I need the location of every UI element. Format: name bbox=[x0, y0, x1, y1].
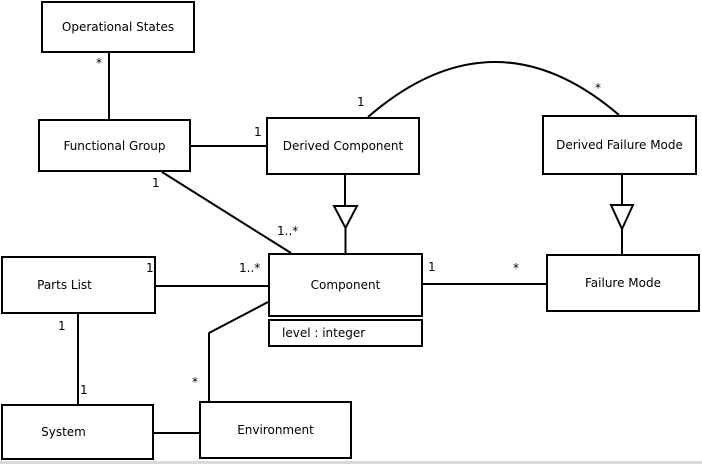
attribute-label: level : integer bbox=[282, 326, 366, 340]
edge-functional-group-component bbox=[161, 171, 292, 254]
multiplicity-operational-states-star: * bbox=[96, 56, 102, 70]
class-name-label: Operational States bbox=[61, 20, 175, 34]
multiplicity-component-one-to-many-left: 1..* bbox=[239, 261, 261, 275]
multiplicity-derived-component-arc-one: 1 bbox=[357, 95, 365, 109]
class-operational-states: Operational States bbox=[41, 1, 195, 53]
edge-derived-component-derived-failure-mode-arc bbox=[367, 61, 620, 118]
class-name-label: Component bbox=[310, 278, 381, 292]
generalization-derived-failure-mode-failure-mode bbox=[609, 175, 635, 254]
multiplicity-parts-list-system-one-top: 1 bbox=[58, 319, 66, 333]
multiplicity-parts-list-system-one-bottom: 1 bbox=[80, 383, 88, 397]
multiplicity-component-one-to-many: 1..* bbox=[277, 224, 299, 238]
class-parts-list: Parts List bbox=[1, 256, 156, 314]
class-derived-failure-mode: Derived Failure Mode bbox=[542, 115, 697, 175]
class-functional-group: Functional Group bbox=[38, 119, 191, 172]
multiplicity-functional-group-one: 1 bbox=[152, 176, 160, 190]
class-name-label: Derived Failure Mode bbox=[556, 138, 683, 152]
class-system: System bbox=[1, 404, 154, 460]
generalization-triangle-icon bbox=[332, 205, 359, 231]
class-derived-component: Derived Component bbox=[266, 117, 420, 175]
class-name-label: System bbox=[41, 425, 86, 439]
multiplicity-parts-list-one: 1 bbox=[146, 261, 154, 275]
multiplicity-failure-mode-star: * bbox=[513, 261, 519, 275]
class-failure-mode: Failure Mode bbox=[546, 254, 700, 312]
class-component-attributes: level : integer bbox=[268, 319, 423, 347]
class-name-label: Parts List bbox=[37, 278, 92, 292]
multiplicity-component-one: 1 bbox=[428, 260, 436, 274]
screenshot-bottom-edge bbox=[0, 461, 702, 464]
class-name-label: Derived Component bbox=[282, 139, 404, 153]
class-name-label: Environment bbox=[237, 423, 314, 437]
multiplicity-derived-component-one: 1 bbox=[254, 125, 262, 139]
multiplicity-environment-star: * bbox=[192, 375, 198, 389]
generalization-derived-component-component bbox=[332, 175, 359, 253]
class-component: Component bbox=[268, 253, 423, 317]
edge-environment-component bbox=[208, 301, 269, 401]
generalization-triangle-icon bbox=[609, 204, 635, 232]
class-name-label: Failure Mode bbox=[585, 276, 661, 290]
class-name-label: Functional Group bbox=[63, 138, 166, 153]
multiplicity-derived-failure-mode-star: * bbox=[595, 81, 601, 95]
class-environment: Environment bbox=[199, 401, 352, 459]
